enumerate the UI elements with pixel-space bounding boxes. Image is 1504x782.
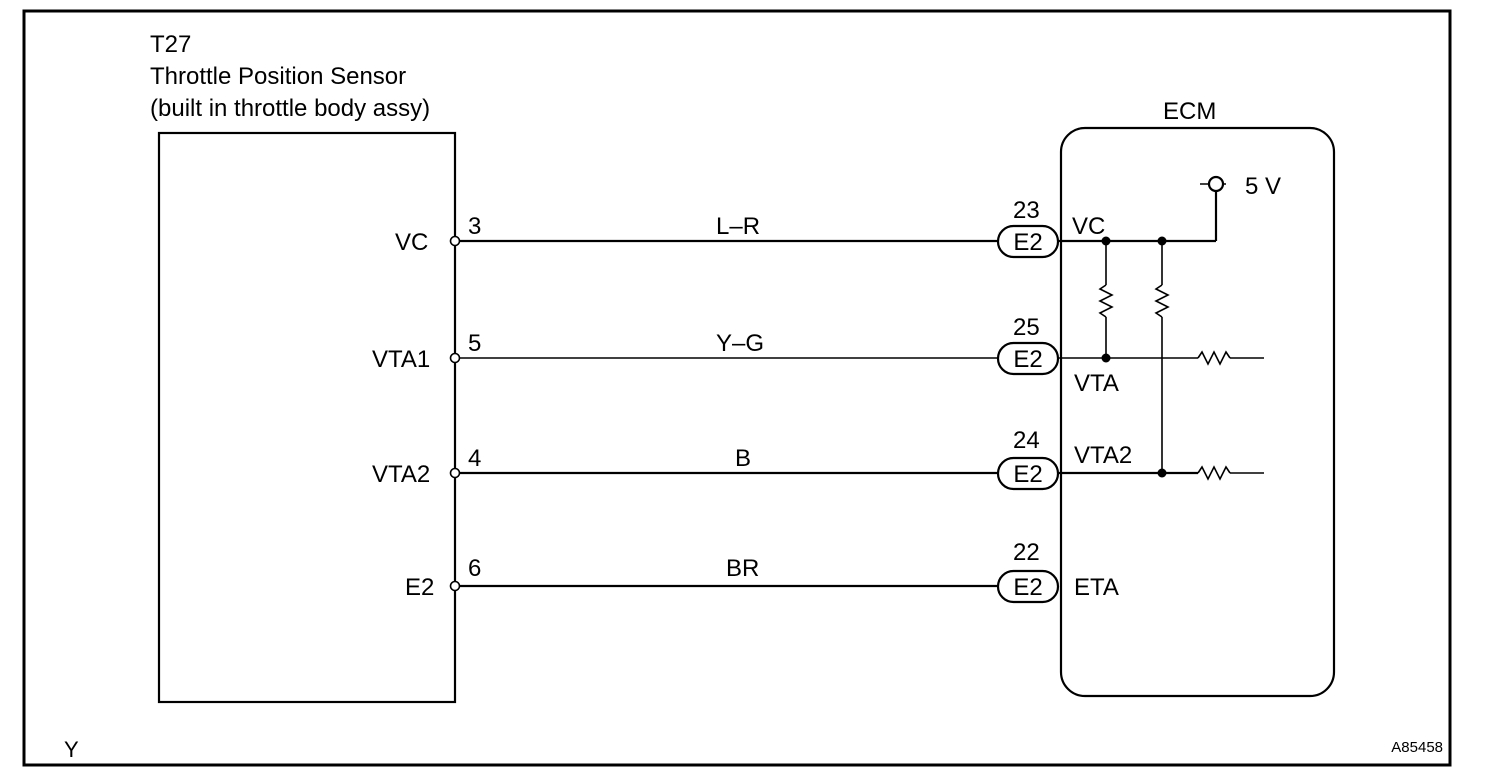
circuit-vta1: VTA1 5 Y–G 25 VTA E2 xyxy=(372,314,1264,397)
sensor-terminal-node xyxy=(449,580,461,592)
ecm-pin-label: 22 xyxy=(1013,539,1040,566)
ecm-terminal-label: VTA2 xyxy=(1074,442,1132,469)
pullup-resistor-vta xyxy=(1098,284,1114,318)
sensor-terminal-label: VC xyxy=(395,229,428,256)
sensor-terminal-label: VTA2 xyxy=(372,461,430,488)
input-resistor xyxy=(1197,465,1231,481)
junction-dot xyxy=(1157,468,1167,478)
ecm-terminal-label: VC xyxy=(1072,213,1105,240)
wire-color-label: BR xyxy=(726,555,759,582)
connector-label: E2 xyxy=(1013,461,1042,488)
sensor-pin-label: 4 xyxy=(468,445,481,472)
ecm-pin-label: 24 xyxy=(1013,427,1040,454)
sensor-terminal-label: VTA1 xyxy=(372,346,430,373)
sensor-terminal-node xyxy=(449,352,461,364)
connector-label: E2 xyxy=(1013,346,1042,373)
sensor-pin-label: 6 xyxy=(468,555,481,582)
junction-dot xyxy=(1101,236,1111,246)
sensor-terminal-node xyxy=(449,235,461,247)
junction-dot xyxy=(1101,353,1111,363)
sensor-box xyxy=(157,131,457,704)
ecm-terminal-label: VTA xyxy=(1074,370,1119,397)
connector-shape xyxy=(996,569,1060,604)
ecm-box xyxy=(1059,126,1336,698)
sensor-pin-label: 3 xyxy=(468,213,481,240)
figure-id: A85458 xyxy=(1391,739,1443,756)
circuit-e2: E2 6 BR 22 ETA E2 xyxy=(405,539,1119,604)
circuit-vta2: VTA2 4 B 24 VTA2 E2 xyxy=(372,427,1264,491)
sensor-title: Throttle Position Sensor xyxy=(150,63,406,90)
ecm-title: ECM xyxy=(1163,98,1216,125)
sensor-terminal-label: E2 xyxy=(405,574,434,601)
ecm-pullup-network xyxy=(1098,236,1170,478)
ecm-pin-label: 25 xyxy=(1013,314,1040,341)
connector-label: E2 xyxy=(1013,574,1042,601)
supply-5v-symbol xyxy=(1200,175,1226,241)
diagram-frame xyxy=(22,9,1452,767)
circuit-vc: VC 3 L–R 23 VC E2 xyxy=(395,197,1216,259)
footer-left-mark: Y xyxy=(64,737,79,762)
connector-label: E2 xyxy=(1013,229,1042,256)
sensor-pin-label: 5 xyxy=(468,330,481,357)
ecm-terminal-label: ETA xyxy=(1074,574,1119,601)
input-resistor xyxy=(1197,350,1231,366)
supply-5v-label: 5 V xyxy=(1245,173,1281,200)
sensor-subtitle: (built in throttle body assy) xyxy=(150,95,430,122)
wire-color-label: L–R xyxy=(716,213,760,240)
wire-color-label: B xyxy=(735,445,751,472)
pullup-resistor-vta2 xyxy=(1154,284,1170,318)
junction-dot xyxy=(1157,236,1167,246)
ecm-pin-label: 23 xyxy=(1013,197,1040,224)
sensor-terminal-node xyxy=(449,467,461,479)
wire-color-label: Y–G xyxy=(716,330,764,357)
sensor-code: T27 xyxy=(150,31,191,58)
